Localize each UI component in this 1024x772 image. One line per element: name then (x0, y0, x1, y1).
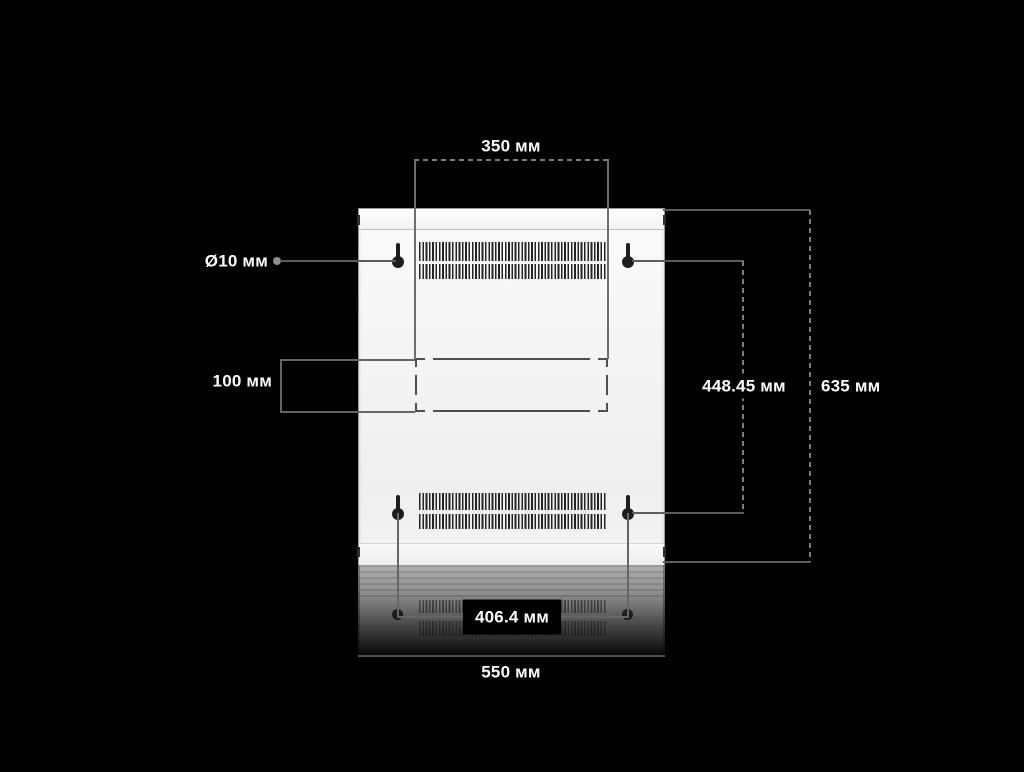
keyhole-top-left (392, 243, 404, 268)
keyhole-stem (396, 495, 400, 510)
dim-448-ext-bottom (632, 512, 744, 514)
keyhole-hole (392, 256, 404, 268)
dim-635-line (809, 210, 811, 562)
dim-350-ext-right (607, 159, 609, 359)
knockout-tab (606, 367, 608, 375)
dim-diameter-leader-dot (273, 257, 281, 265)
edge-notch-top-left (357, 215, 360, 225)
knockout-tab (415, 367, 417, 375)
edge-notch-bottom-left (357, 547, 360, 557)
knockout-tab (425, 410, 433, 412)
edge-notch-bottom-right (663, 547, 666, 557)
dim-350-label: 350 мм (481, 136, 541, 156)
knockout-cutout (415, 358, 608, 412)
dim-406-label: 406.4 мм (462, 599, 562, 635)
dim-448-label: 448.45 мм (695, 373, 793, 399)
vent-grille-top-row1 (419, 242, 607, 261)
keyhole-stem (626, 243, 630, 258)
dim-100-line (280, 359, 282, 413)
dim-635-label: 635 мм (821, 376, 881, 396)
dim-diameter-label: Ø10 мм (204, 251, 268, 271)
dim-448-ext-top (632, 260, 744, 262)
dim-406-ext-right (627, 513, 629, 617)
cabinet-bottom-flange (359, 543, 664, 565)
dim-635-ext-top (663, 209, 810, 211)
dim-406-ext-left (397, 513, 399, 617)
dim-635-ext-bottom (663, 561, 810, 563)
knockout-tab (590, 358, 598, 360)
vent-grille-top-row2 (419, 264, 607, 279)
knockout-tab (415, 395, 417, 403)
dim-350-line (414, 159, 609, 161)
vent-grille-bottom-row1 (419, 493, 607, 510)
dim-350-ext-left (414, 159, 416, 359)
dim-100-ext-top (280, 359, 415, 361)
dim-550-line (358, 655, 665, 657)
dim-550-label: 550 мм (481, 662, 541, 682)
knockout-tab (590, 410, 598, 412)
dim-100-label: 100 мм (212, 371, 272, 391)
knockout-tab (606, 395, 608, 403)
cabinet-top-flange (359, 209, 664, 230)
edge-notch-top-right (663, 215, 666, 225)
keyhole-stem (396, 243, 400, 258)
dim-100-ext-bottom (280, 411, 415, 413)
keyhole-top-right (622, 243, 634, 268)
vent-grille-bottom-row2 (419, 514, 607, 529)
dim-diameter-leader-line (280, 260, 396, 262)
keyhole-hole (622, 256, 634, 268)
knockout-tab (425, 358, 433, 360)
keyhole-stem (626, 495, 630, 510)
